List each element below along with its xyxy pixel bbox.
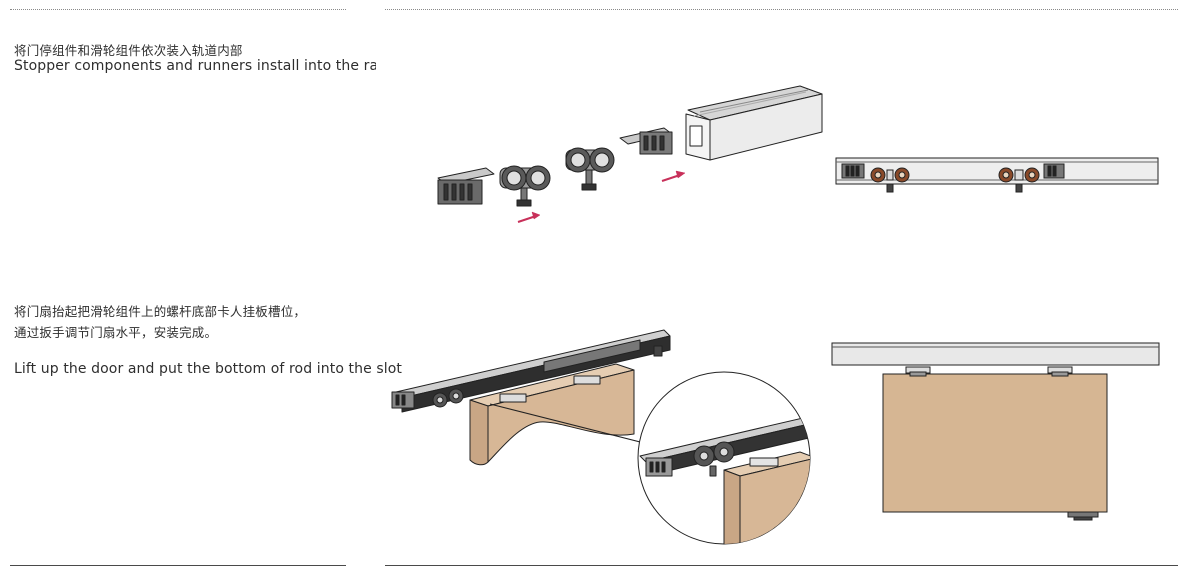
top-right-divider — [385, 9, 1178, 10]
step2-cn-caption-line1: 将门扇抬起把滑轮组件上的螺杆底部卡人挂板槽位， — [14, 304, 307, 319]
bottom-left-divider — [10, 565, 346, 566]
runner-assembly-1 — [499, 165, 551, 207]
arrow-icons — [517, 170, 686, 223]
stopper-right — [619, 127, 673, 155]
stopper-left — [437, 167, 495, 205]
door-hanging-3d-figure — [391, 329, 671, 466]
step2-en-caption: Lift up the door and put the bottom of r… — [14, 361, 402, 377]
bottom-right-divider — [385, 565, 1178, 566]
zoom-detail-callout — [637, 371, 811, 545]
step2-cn-caption-line2: 通过扳手调节门扇水平，安装完成。 — [14, 325, 218, 340]
exploded-assembly-figure — [437, 85, 823, 223]
door-hanging-front-view — [831, 342, 1160, 521]
runner-assembly-2 — [565, 147, 615, 191]
step1-cn-caption: 将门停组件和滑轮组件依次装入轨道内部 — [14, 43, 243, 58]
top-left-divider — [10, 9, 346, 10]
rail-section-3d — [685, 85, 823, 161]
assembled-rail-front-view — [835, 157, 1159, 193]
step1-en-caption: Stopper components and runners install i… — [14, 58, 376, 74]
